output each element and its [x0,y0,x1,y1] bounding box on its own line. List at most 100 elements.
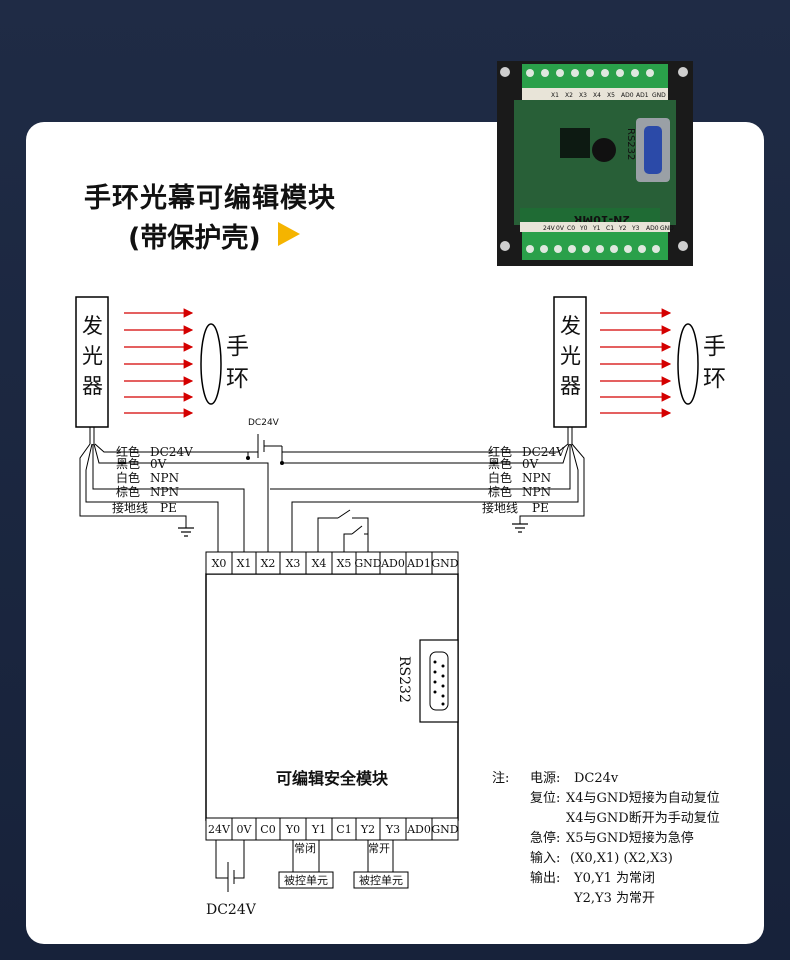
terminal-label: X2 [261,557,276,570]
svg-text:Y3: Y3 [631,225,640,232]
terminal-label: 24V [208,823,231,836]
reset-switch-icon [317,509,369,552]
svg-text:红色: 红色 [116,444,140,459]
svg-text:棕色: 棕色 [488,484,512,499]
svg-text:X4与GND断开为手动复位: X4与GND断开为手动复位 [566,811,720,826]
photo-pin-label: AD1 [636,92,649,99]
nc-label: 常闭 [294,842,316,855]
page-title: 手环光幕可编辑模块 [84,183,336,214]
play-triangle-icon [278,222,300,246]
left-emitter: 发光器 [75,296,109,428]
right-cable [270,427,585,552]
svg-text:白色: 白色 [116,470,140,485]
svg-text:Y0,Y1 为常闭: Y0,Y1 为常闭 [573,871,655,886]
svg-text:输出:: 输出: [530,870,560,886]
terminal-label: X4 [312,557,327,570]
svg-text:红色: 红色 [488,444,512,459]
svg-text:0V: 0V [522,457,539,471]
svg-text:0V: 0V [556,225,565,232]
terminal-label: AD1 [406,557,431,570]
svg-text:24V: 24V [543,225,556,232]
photo-rs232-label: RS232 [625,128,636,160]
svg-text:白色: 白色 [488,470,512,485]
right-arrows [600,308,672,418]
terminal-label: Y3 [385,823,400,836]
svg-text:NPN: NPN [150,471,179,485]
top-terminal-row [205,551,459,575]
controlled-unit-box [353,871,409,889]
terminal-label: AD0 [380,557,405,570]
terminal-label: 0V [237,823,253,836]
band-label: 手环 [226,334,249,392]
terminal-label: GND [431,557,458,570]
ground-icon [178,527,194,537]
terminal-label: X0 [212,557,227,570]
svg-text:Y1: Y1 [592,225,601,232]
product-photo: X1 X2 X3 X4 X5 AD0 AD1 GND RS232 2N-10MR… [497,61,693,266]
photo-pin-label: AD0 [621,92,634,99]
svg-text:棕色: 棕色 [116,484,140,499]
wristband-ring-icon [677,323,699,405]
notes-block: 注: 电源:DC24v 复位:X4与GND短接为自动复位 X4与GND断开为手动… [492,771,720,906]
emitter-label-char: 发光器 [82,314,103,398]
rs232-label: RS232 [396,656,412,703]
terminal-label: Y0 [285,823,300,836]
svg-text:PE: PE [160,501,177,515]
terminal-label: Y1 [311,823,326,836]
no-label: 常开 [368,842,390,855]
photo-pin-label: X2 [565,92,573,99]
power-input-icon [215,840,245,892]
terminal-label: C1 [336,823,351,836]
controlled-unit-label: 被控单元 [359,873,403,887]
svg-text:急停:: 急停: [530,830,560,846]
dc24v-supply-icon [247,434,284,463]
svg-text:X4与GND短接为自动复位: X4与GND短接为自动复位 [566,790,720,806]
power-label: DC24V [206,902,257,918]
svg-text:输入:: 输入: [530,850,560,866]
photo-pin-label: X1 [551,92,559,99]
svg-text:Y0: Y0 [579,225,588,232]
wristband-ring-icon [200,323,222,405]
svg-text:接地线: 接地线 [112,500,148,515]
top-terminal-screws [526,69,654,77]
svg-text:DC24V: DC24V [150,445,193,459]
supply-label: DC24V [248,418,280,428]
terminal-label: X5 [337,557,352,570]
controlled-unit-label: 被控单元 [284,873,328,887]
svg-text:C1: C1 [606,225,614,232]
photo-pin-label: GND [652,92,666,99]
module-name: 可编辑安全模块 [276,769,389,788]
notes-title: 注: [492,771,509,786]
svg-text:接地线: 接地线 [482,500,518,515]
svg-text:(X0,X1) (X2,X3): (X0,X1) (X2,X3) [570,851,673,866]
estop-switch-icon [343,525,368,552]
svg-text:0V: 0V [150,457,167,471]
svg-text:黑色: 黑色 [488,457,512,471]
terminal-label: X3 [286,557,301,570]
terminal-label: X1 [237,557,252,570]
svg-text:复位:: 复位: [530,791,560,806]
bottom-terminal-row [205,817,459,841]
svg-text:DC24V: DC24V [522,445,565,459]
svg-text:C0: C0 [567,225,575,232]
svg-text:PE: PE [532,501,549,515]
terminal-label: AD0 [406,823,431,836]
svg-text:NPN: NPN [522,485,551,499]
svg-text:黑色: 黑色 [116,457,140,471]
svg-text:NPN: NPN [522,471,551,485]
terminal-label: C0 [260,823,275,836]
photo-pin-label: X4 [593,92,601,99]
controlled-unit-box [278,871,334,889]
svg-text:Y2: Y2 [618,225,627,232]
left-cable [79,427,269,552]
terminal-label: GND [354,557,381,570]
svg-text:AD0: AD0 [646,225,659,232]
svg-text:Y2,Y3 为常开: Y2,Y3 为常开 [573,891,655,906]
svg-text:DC24v: DC24v [574,771,619,786]
svg-text:NPN: NPN [150,485,179,499]
photo-pin-label: X5 [607,92,615,99]
right-emitter: 发光器 [553,296,587,428]
svg-text:X5与GND短接为急停: X5与GND短接为急停 [566,830,694,846]
safety-module-body [205,573,459,821]
